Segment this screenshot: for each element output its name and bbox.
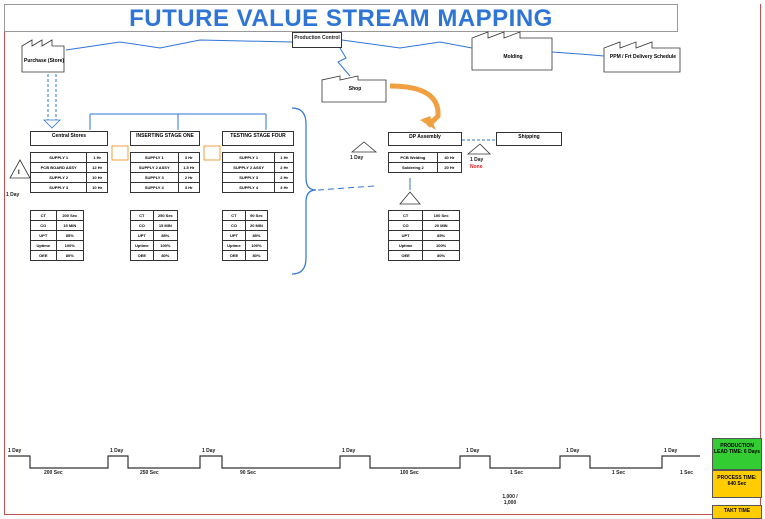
info-line-supplier — [65, 39, 293, 51]
center-total: 1,000 / 1,000 — [502, 494, 518, 506]
supplier-factory-icon — [21, 39, 65, 73]
process-header: INSERTING STAGE ONE — [130, 131, 200, 146]
supplier-push-arrow — [43, 74, 61, 129]
svg-text:I: I — [18, 170, 20, 176]
shop-label: Shop — [348, 86, 362, 92]
customer2-label: PPM / Frt Delivery Schedule — [609, 54, 677, 60]
process-header: Central Stores — [30, 131, 108, 146]
inventory-label: 1 Day — [470, 157, 484, 163]
brace-flow-dash — [317, 185, 375, 191]
push-arrow-icon — [389, 83, 441, 128]
inventory-triangle-icon — [399, 191, 421, 205]
timeline-cycle: 1 Sec — [510, 470, 524, 476]
timeline-wait: 1 Day — [342, 448, 356, 454]
timeline-wait: 1 Day — [466, 448, 480, 454]
customer-factory-icon — [603, 41, 681, 73]
inventory-triangle-icon — [466, 143, 491, 155]
inventory-triangle-icon — [350, 141, 378, 153]
timeline-cycle: 250 Sec — [140, 470, 159, 476]
supermarket-icon — [111, 145, 129, 161]
timeline-wait: 1 Day — [8, 448, 22, 454]
timeline-cycle: 1 Sec — [612, 470, 626, 476]
process-header: TESTING STAGE FOUR — [222, 131, 294, 146]
process-time-box: PROCESS TIME: 640 Sec — [712, 470, 762, 498]
distribution-bracket — [89, 113, 267, 130]
shop-factory-icon — [321, 75, 387, 103]
customer-label: Molding — [503, 54, 523, 60]
timeline-cycle: 100 Sec — [400, 470, 419, 476]
page-border — [4, 4, 761, 515]
info-line-customer — [341, 39, 473, 49]
supplier-label: Purchase (Store) — [24, 58, 65, 64]
shipping-box: Shipping — [496, 132, 562, 146]
info-line-customer2 — [551, 51, 605, 57]
timeline-cycle: 90 Sec — [240, 470, 256, 476]
molding-factory-icon — [471, 31, 553, 71]
timeline-wait: 1 Day — [664, 448, 678, 454]
final-process-header: DP Assembly — [388, 132, 462, 146]
timeline-cycle: 1 Sec — [680, 470, 694, 476]
timeline-wait: 1 Day — [110, 448, 124, 454]
page-title: FUTURE VALUE STREAM MAPPING — [4, 4, 678, 32]
production-control-box: Production Control — [292, 32, 342, 48]
supermarket-icon — [203, 145, 221, 161]
process-brace — [291, 107, 317, 275]
lead-time-box: PRODUCTION LEAD TIME: 6 Days — [712, 438, 762, 470]
takt-time-box: TAKT TIME — [712, 505, 762, 519]
inventory-label: 1 Day — [350, 155, 364, 161]
red-note: None — [470, 164, 483, 170]
timeline-wait: 1 Day — [202, 448, 216, 454]
timeline-cycle: 200 Sec — [44, 470, 63, 476]
inventory-label: 1 Day — [6, 192, 20, 198]
info-line-shop — [337, 47, 351, 77]
timeline-ladder — [8, 455, 700, 469]
inventory-triangle-icon: I — [9, 159, 31, 179]
timeline-wait: 1 Day — [566, 448, 580, 454]
